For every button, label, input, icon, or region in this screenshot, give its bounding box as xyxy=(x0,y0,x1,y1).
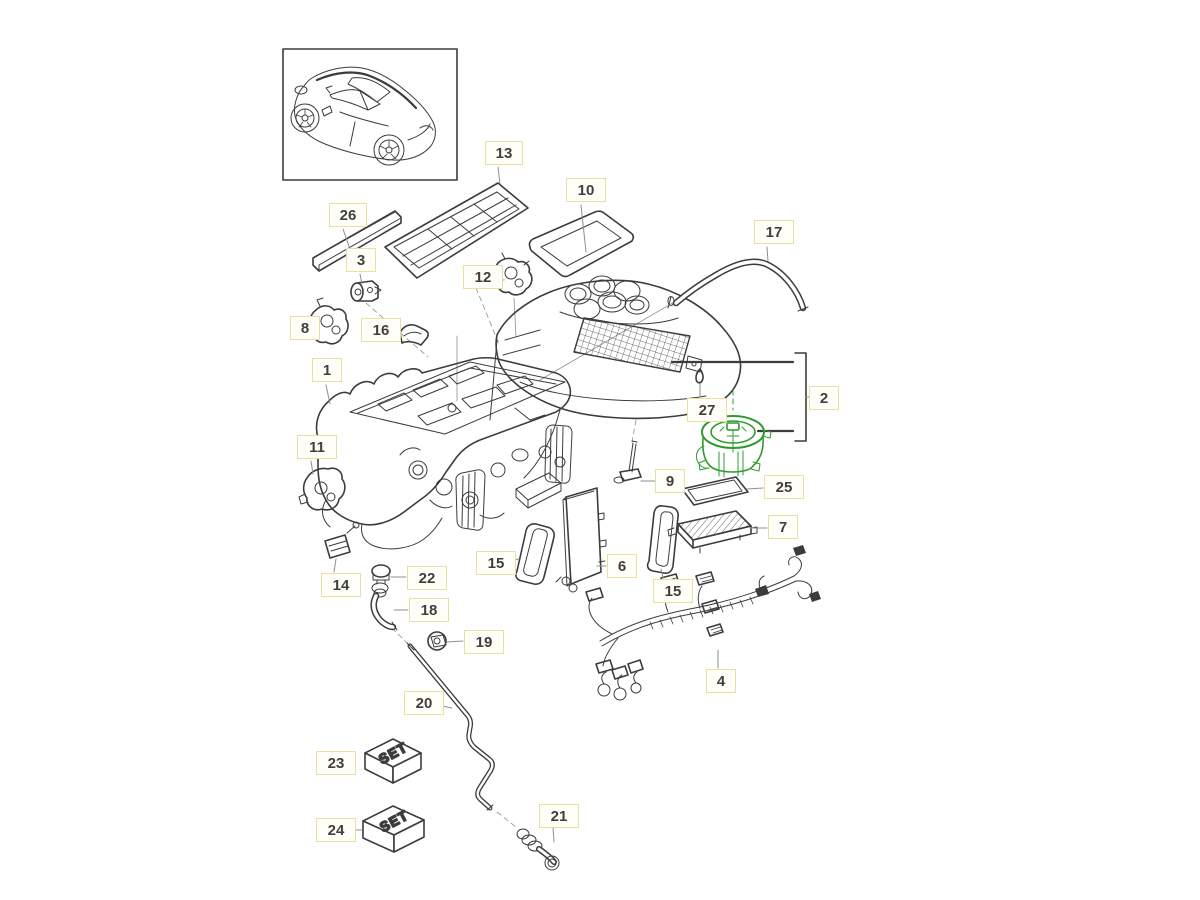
callout-10[interactable]: 10 xyxy=(566,178,606,202)
rear-wheel xyxy=(373,134,405,166)
underside-details xyxy=(399,339,566,519)
callout-26[interactable]: 26 xyxy=(329,203,367,227)
part-drawing-23-set-box: SET xyxy=(364,738,422,784)
callout-8[interactable]: 8 xyxy=(290,316,320,340)
callout-15-left[interactable]: 15 xyxy=(476,551,516,575)
top-face-openings xyxy=(377,365,534,426)
car-thumbnail-icon xyxy=(282,48,458,181)
part-drawing-13-frame xyxy=(384,182,529,279)
part-drawing-19-grommet xyxy=(427,631,447,651)
callout-6[interactable]: 6 xyxy=(607,554,637,578)
part-drawing-16-clip xyxy=(399,324,429,346)
part-drawing-11-actuator xyxy=(298,467,346,511)
part-drawing-24-set-box: SET xyxy=(362,805,425,853)
callout-16[interactable]: 16 xyxy=(361,318,401,342)
part-drawing-20-drain-tube xyxy=(406,642,495,811)
callout-24[interactable]: 24 xyxy=(316,818,356,842)
callout-23[interactable]: 23 xyxy=(316,751,356,775)
callout-15-right[interactable]: 15 xyxy=(653,579,693,603)
part-drawing-25-gasket xyxy=(681,476,749,506)
slot-grilles xyxy=(455,424,573,531)
callout-13[interactable]: 13 xyxy=(485,141,523,165)
part-drawing-27-clip xyxy=(695,368,704,384)
part-drawing-blower-motor-highlighted xyxy=(695,389,772,478)
part-drawing-14-bracket xyxy=(324,521,360,559)
part-drawing-3-motor xyxy=(350,280,382,302)
part-drawing-17-hose xyxy=(667,258,809,312)
callout-4[interactable]: 4 xyxy=(706,669,736,693)
callout-21[interactable]: 21 xyxy=(539,804,579,828)
part-drawing-1-heater-box xyxy=(315,339,573,550)
part-drawing-26-seal-strip xyxy=(312,210,402,272)
part-drawing-upper-housing xyxy=(495,275,742,421)
leader-lines xyxy=(305,166,810,843)
callout-27[interactable]: 27 xyxy=(687,398,727,422)
callout-14[interactable]: 14 xyxy=(321,573,361,597)
intake-mesh xyxy=(573,317,691,373)
callout-12[interactable]: 12 xyxy=(463,265,503,289)
part-drawing-4-wiring-harness xyxy=(585,545,821,701)
callout-11[interactable]: 11 xyxy=(297,435,337,459)
callout-9[interactable]: 9 xyxy=(655,469,685,493)
callout-20[interactable]: 20 xyxy=(404,691,444,715)
part-drawing-18-drain-elbow xyxy=(370,582,398,631)
callout-18[interactable]: 18 xyxy=(409,598,449,622)
part-drawing-15-left-gasket xyxy=(515,523,555,585)
part-drawing-7-regulator xyxy=(667,510,758,554)
callout-25[interactable]: 25 xyxy=(764,475,804,499)
callout-22[interactable]: 22 xyxy=(407,566,447,590)
front-wheel xyxy=(290,103,320,133)
callout-7[interactable]: 7 xyxy=(768,515,798,539)
callout-1[interactable]: 1 xyxy=(312,358,342,382)
callout-17[interactable]: 17 xyxy=(754,220,794,244)
callout-3[interactable]: 3 xyxy=(346,248,376,272)
part-drawing-9-sensor xyxy=(613,440,642,484)
callout-2[interactable]: 2 xyxy=(809,386,839,410)
part-drawing-10-seal xyxy=(528,210,635,278)
part-drawing-15-right-gasket xyxy=(646,505,679,574)
part-drawing-22-clamp xyxy=(371,564,391,585)
callout-19[interactable]: 19 xyxy=(464,630,504,654)
part-drawing-21-fitting xyxy=(516,828,560,871)
part-drawing-6-evaporator xyxy=(555,487,607,593)
